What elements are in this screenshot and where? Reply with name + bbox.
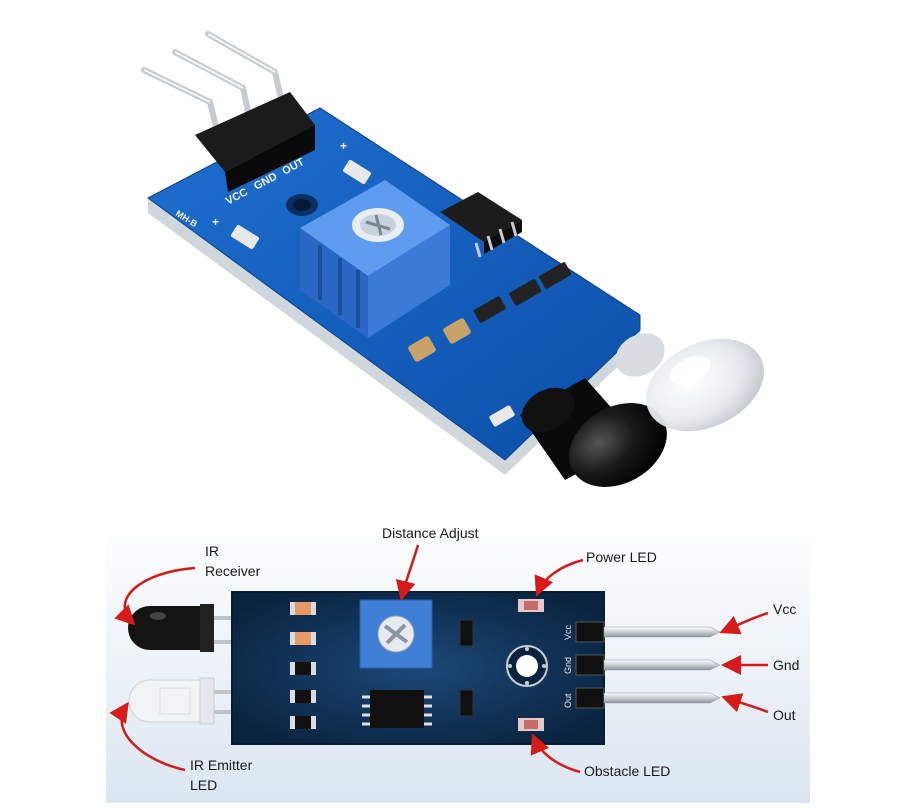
- ir-emitter-photo: [615, 333, 764, 432]
- ir-emitter-component: [128, 677, 250, 725]
- label-power-led: Power LED: [586, 549, 657, 565]
- arrow-ir-emitter: [109, 701, 186, 772]
- smd-components-photo: [408, 262, 572, 427]
- ir-receiver-photo: [520, 378, 667, 487]
- comparator-ic-photo: [440, 192, 522, 258]
- ir-receiver-component: [128, 604, 250, 652]
- label-out: Out: [773, 707, 796, 723]
- smd-part-upper: [459, 619, 474, 647]
- smd-led-photo-a: [343, 159, 371, 185]
- header-block: [195, 92, 315, 192]
- pin-label-vcc: Vcc: [563, 624, 573, 640]
- comparator-ic-diagram: [362, 690, 432, 728]
- module-photo: VCC GND OUT + + MH-B: [141, 31, 764, 487]
- pinout-diagram: Vcc Gnd Out IR Receiver Distance Adjust: [106, 521, 810, 803]
- label-ir-receiver-line1: IR: [205, 543, 219, 559]
- silk-plus-b: +: [212, 215, 219, 229]
- pin-label-out: Out: [563, 693, 573, 708]
- arrow-vcc: [719, 611, 769, 635]
- header-pins: [141, 31, 285, 138]
- pin-label-gnd: Gnd: [563, 657, 573, 674]
- label-vcc: Vcc: [773, 601, 796, 617]
- label-ir-emitter-line1: IR Emitter: [190, 757, 253, 773]
- label-ir-receiver-line2: Receiver: [205, 563, 261, 579]
- arrow-out: [721, 693, 769, 714]
- obstacle-led-diagram: [518, 718, 544, 731]
- resistor-column: [290, 602, 316, 729]
- label-ir-emitter-line2: LED: [190, 777, 217, 793]
- arrow-obstacle-led: [530, 733, 581, 774]
- smd-part-lower: [459, 689, 474, 717]
- label-gnd: Gnd: [773, 657, 799, 673]
- arrow-ir-receiver: [114, 566, 196, 626]
- label-obstacle-led: Obstacle LED: [584, 763, 670, 779]
- distance-adjust-potentiometer: [359, 599, 433, 669]
- arrow-power-led: [534, 558, 584, 597]
- mounting-hole-diagram: [506, 645, 548, 687]
- arrow-distance-adjust: [395, 544, 420, 601]
- potentiometer-photo: [300, 180, 450, 338]
- header-pins-diagram: [575, 621, 721, 709]
- power-led-diagram: [518, 599, 544, 612]
- label-distance-adjust: Distance Adjust: [382, 525, 479, 541]
- callout-arrows: [109, 544, 769, 774]
- silk-plus-a: +: [340, 139, 347, 153]
- smd-led-photo-b: [231, 224, 259, 250]
